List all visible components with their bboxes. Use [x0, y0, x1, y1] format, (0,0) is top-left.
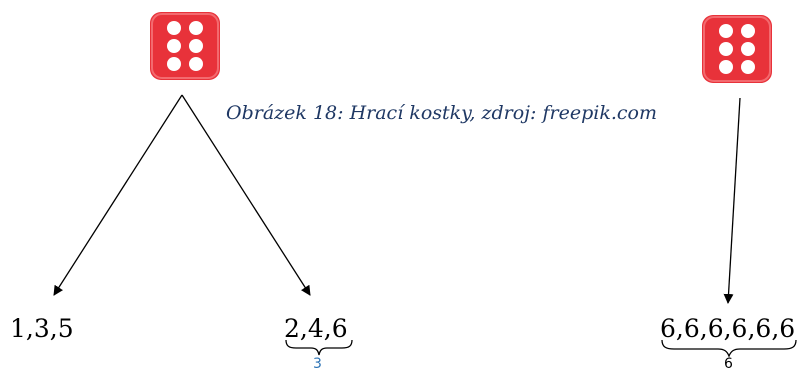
- count-even: 3: [313, 356, 322, 372]
- die-six-icon-left: [150, 12, 220, 80]
- outcome-even: 2,4,6: [284, 314, 348, 343]
- arrow-to-odd: [53, 94, 183, 296]
- arrow-to-sixes: [723, 97, 741, 304]
- underbrace-even: [285, 339, 353, 356]
- count-sixes: 6: [724, 356, 733, 372]
- die-six-icon-right: [702, 15, 772, 83]
- underbrace-sixes: [661, 339, 797, 358]
- figure-caption: Obrázek 18: Hrací kostky, zdroj: freepik…: [226, 102, 657, 124]
- arrow-to-even: [181, 94, 311, 296]
- outcome-odd: 1,3,5: [10, 314, 74, 343]
- outcome-sixes: 6,6,6,6,6,6: [660, 314, 796, 343]
